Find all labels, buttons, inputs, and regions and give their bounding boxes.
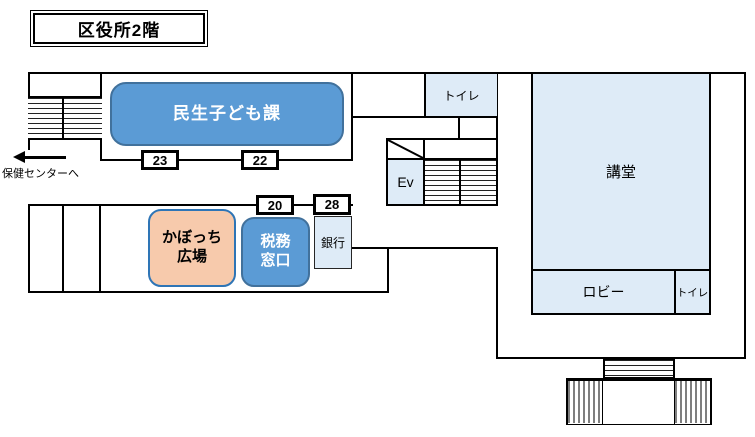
wall (531, 72, 533, 315)
wall (744, 72, 746, 359)
room-lobby: ロビー (533, 271, 674, 313)
elevator-label: Ev (397, 174, 414, 190)
wall (496, 247, 498, 359)
entrance-edge (674, 381, 675, 424)
stairs-direction-box (386, 138, 425, 160)
room-auditorium: 講堂 (533, 74, 709, 269)
room-kabocchi-plaza: かぼっち 広場 (148, 209, 236, 287)
entrance-edge (566, 378, 568, 425)
counter-20-label: 20 (267, 197, 283, 213)
wall (424, 72, 426, 118)
wall (28, 204, 353, 206)
entrance-edge (710, 378, 712, 425)
toilet-top-label: トイレ (443, 88, 480, 103)
wall (423, 138, 498, 140)
tax-label-line2: 窓口 (260, 252, 291, 269)
lobby-label: ロビー (582, 284, 625, 300)
entrance-stairs (603, 358, 675, 379)
counter-22-label: 22 (252, 152, 268, 168)
room-bank: 銀行 (314, 216, 352, 269)
room-minsei-label: 民生子ども課 (173, 104, 281, 124)
exit-label: 保健センターへ (2, 168, 79, 180)
wall (709, 72, 711, 315)
toilet-bottom-label: トイレ (676, 286, 709, 299)
entrance-side-left (568, 381, 602, 423)
wall (28, 291, 389, 293)
entrance-side-right (675, 381, 710, 423)
counter-20: 20 (256, 195, 294, 215)
wall (387, 247, 389, 293)
bank-label: 銀行 (320, 236, 345, 250)
wall (28, 204, 30, 293)
page-title: 区役所2階 (33, 13, 205, 44)
wall (99, 204, 101, 293)
tax-label-line1: 税務 (260, 233, 291, 251)
counter-22: 22 (241, 150, 279, 170)
wall (531, 269, 711, 271)
counter-28: 28 (313, 194, 351, 215)
wall (28, 72, 746, 74)
kabocchi-label-line1: かぼっち (161, 229, 222, 247)
wall (531, 313, 711, 315)
kabocchi-label-line2: 広場 (176, 248, 207, 265)
room-tax-window: 税務 窓口 (241, 217, 310, 287)
counter-23-label: 23 (152, 152, 168, 168)
wall (351, 247, 498, 249)
room-toilet-top: トイレ (426, 74, 497, 116)
auditorium-label: 講堂 (605, 164, 636, 181)
stairs-divider (62, 96, 64, 140)
entrance-top-edge (566, 378, 712, 381)
wall (100, 159, 353, 161)
diagonal-line-icon (388, 140, 423, 158)
room-minsei-kodomo: 民生子ども課 (110, 82, 344, 146)
room-elevator: Ev (386, 158, 425, 206)
wall (62, 204, 64, 293)
stairs-upper-left (28, 96, 102, 140)
stairs-divider (459, 158, 461, 206)
wall (458, 116, 460, 140)
wall (674, 269, 676, 315)
title-box: 区役所2階 (30, 10, 208, 47)
room-toilet-bottom: トイレ (676, 271, 709, 313)
entrance-edge (602, 381, 603, 424)
wall (496, 72, 498, 206)
counter-28-label: 28 (324, 197, 340, 212)
counter-23: 23 (141, 150, 179, 170)
entrance-bottom-edge (566, 424, 712, 425)
